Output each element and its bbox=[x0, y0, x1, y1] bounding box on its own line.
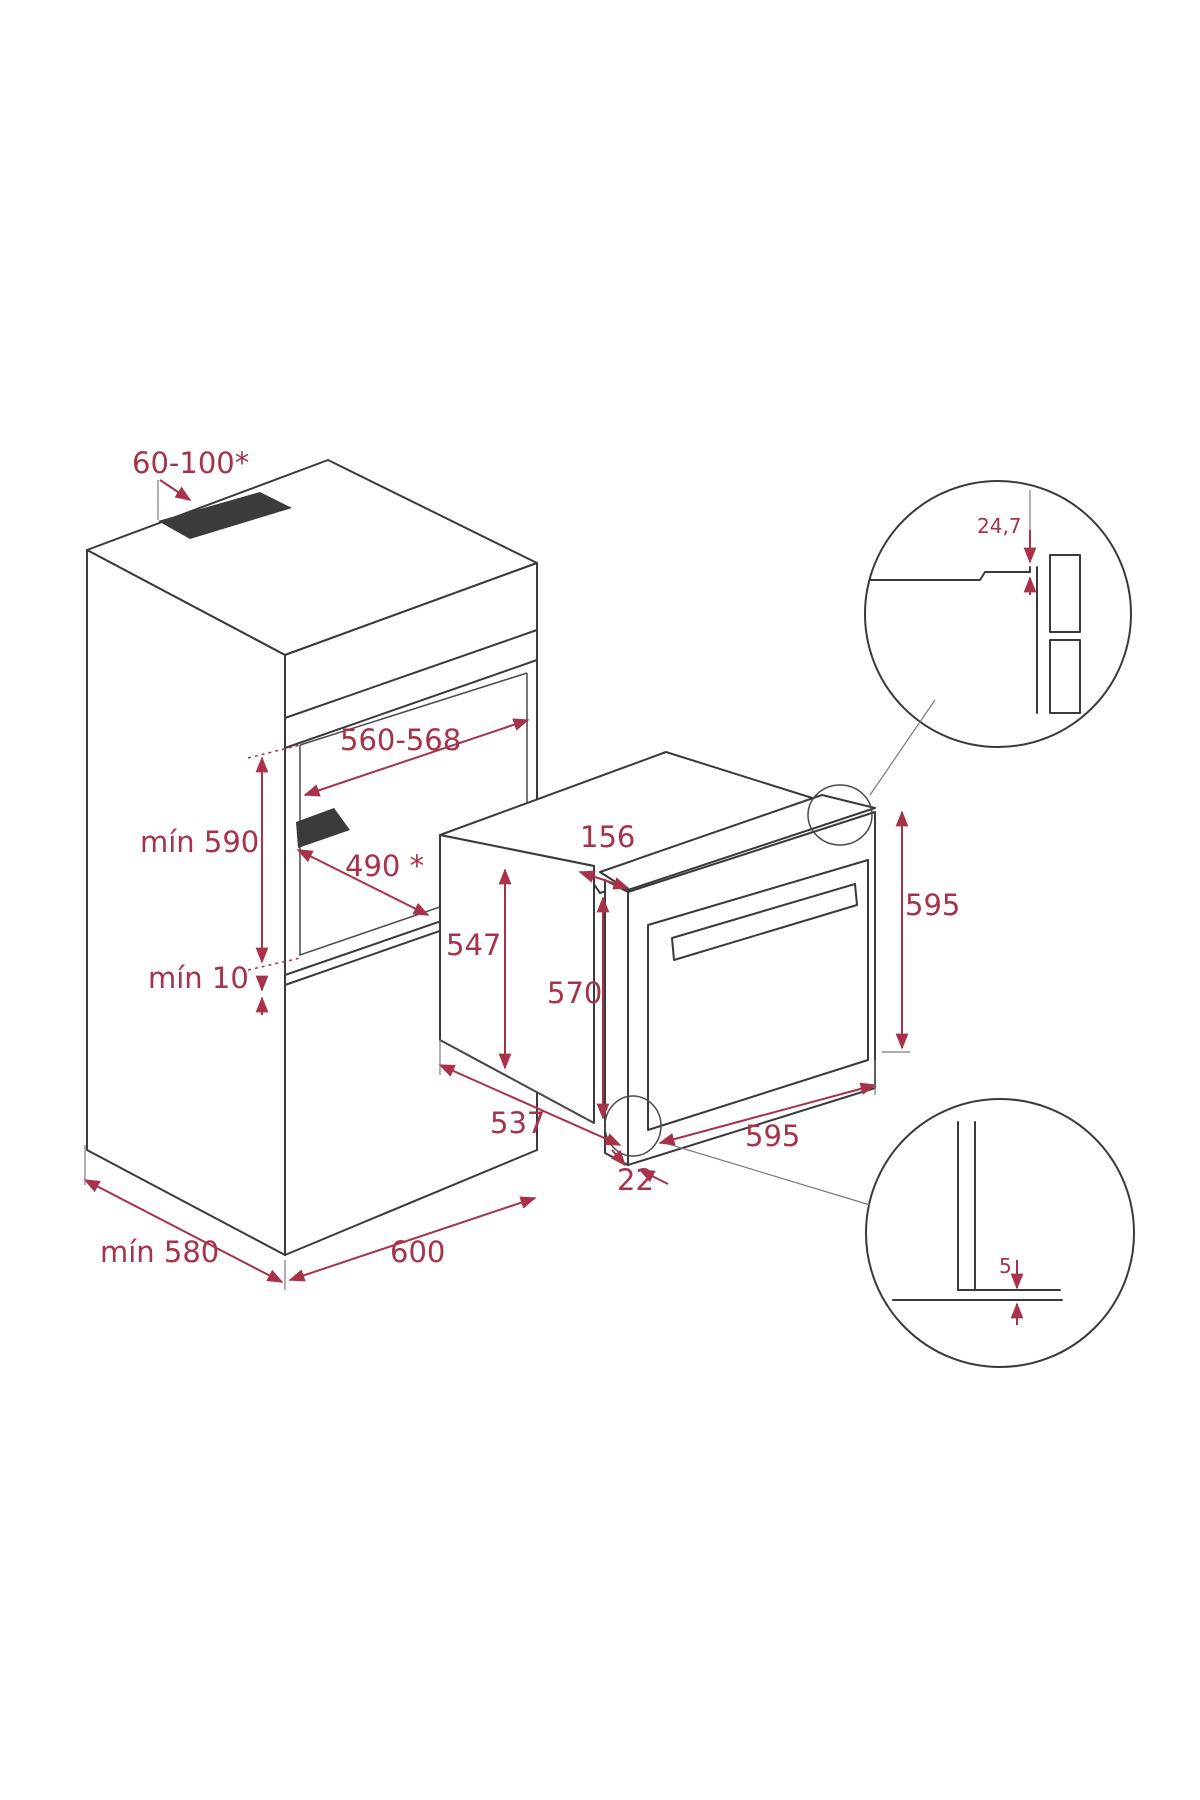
label-detail-bottom: 5 bbox=[999, 1254, 1012, 1278]
label-oven-body-height: 547 bbox=[446, 928, 501, 962]
label-oven-width: 595 bbox=[745, 1119, 800, 1153]
label-oven-top-offset: 156 bbox=[580, 820, 635, 854]
detail-circle-bottom bbox=[865, 1098, 1135, 1368]
label-oven-depth: 537 bbox=[490, 1106, 545, 1140]
label-cabinet-depth: mín 580 bbox=[100, 1235, 219, 1269]
label-detail-top: 24,7 bbox=[977, 514, 1022, 538]
dimension-labels: 60-100* 560-568 mín 590 490 * mín 10 mín… bbox=[100, 446, 1022, 1278]
dimension-lines bbox=[83, 479, 1037, 1325]
label-oven-inner-height: 570 bbox=[547, 976, 602, 1010]
label-niche-depth: 490 * bbox=[345, 849, 424, 883]
label-oven-front-height: 595 bbox=[905, 888, 960, 922]
niche-support-slot bbox=[296, 808, 350, 848]
label-front-thickness: 22 bbox=[617, 1163, 654, 1197]
label-bottom-gap: mín 10 bbox=[148, 961, 249, 995]
label-ventilation: 60-100* bbox=[132, 446, 249, 480]
label-niche-width: 560-568 bbox=[340, 723, 461, 757]
oven bbox=[439, 751, 876, 1166]
label-cabinet-width: 600 bbox=[390, 1235, 445, 1269]
label-niche-height: mín 590 bbox=[140, 825, 259, 859]
detail-circle-top bbox=[864, 480, 1132, 748]
ventilation-slot bbox=[158, 492, 292, 539]
